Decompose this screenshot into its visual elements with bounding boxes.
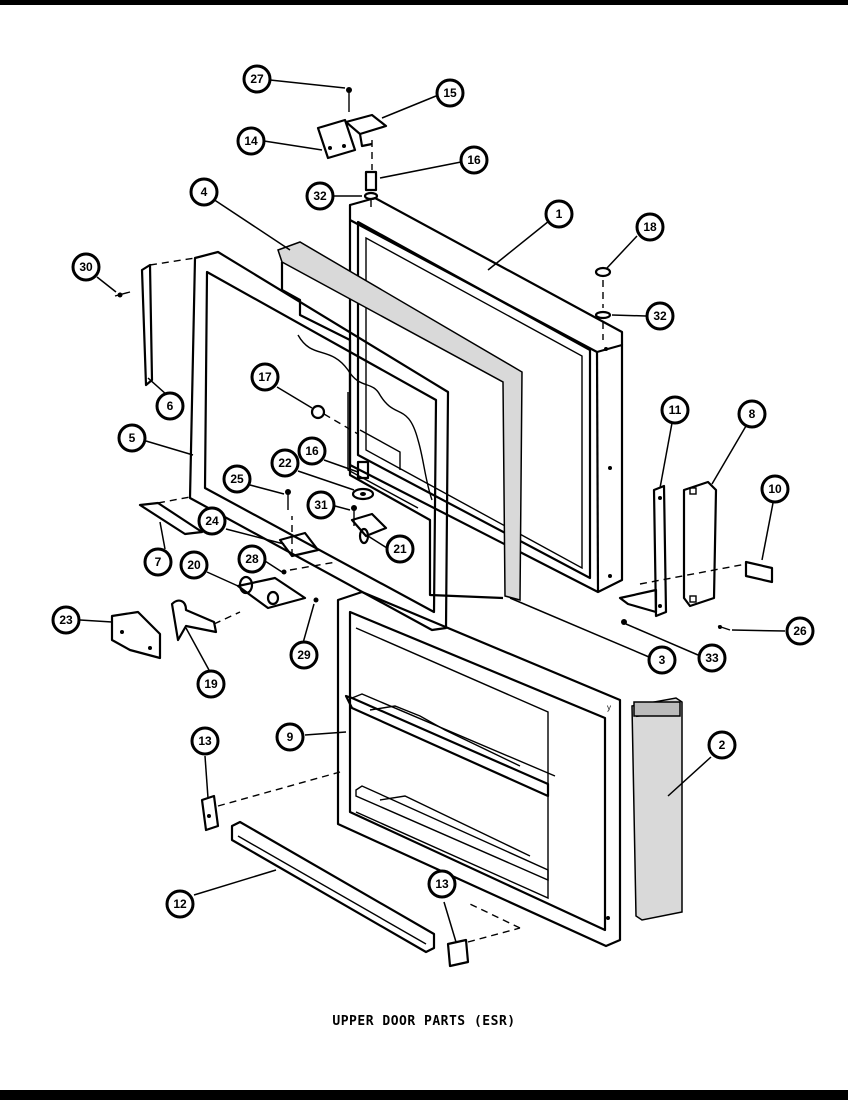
callout-30: 30 <box>71 252 101 282</box>
svg-text:23: 23 <box>59 613 73 627</box>
svg-text:2: 2 <box>719 738 726 752</box>
callout-3: 3 <box>647 645 677 675</box>
callout-6: 6 <box>155 391 185 421</box>
part-screw-30 <box>114 291 131 298</box>
svg-text:31: 31 <box>314 498 328 512</box>
svg-text:17: 17 <box>258 370 272 384</box>
callout-8: 8 <box>737 399 767 429</box>
callout-21: 21 <box>385 534 415 564</box>
part-screw-33 <box>621 619 627 625</box>
part-top-hinge-assembly <box>316 87 388 212</box>
part-inner-door-liner: y <box>336 590 622 948</box>
callout-12: 12 <box>165 889 195 919</box>
svg-text:y: y <box>607 703 611 712</box>
svg-text:32: 32 <box>653 309 667 323</box>
callout-22: 22 <box>270 448 300 478</box>
callout-1: 1 <box>544 199 574 229</box>
part-right-bracket-11 <box>618 484 668 618</box>
callout-33: 33 <box>697 643 727 673</box>
callout-17: 17 <box>250 362 280 392</box>
callout-27: 27 <box>242 64 272 94</box>
svg-text:14: 14 <box>244 134 258 148</box>
callout-16-top: 16 <box>459 145 489 175</box>
callout-13-right: 13 <box>427 869 457 899</box>
svg-text:18: 18 <box>643 220 657 234</box>
svg-text:15: 15 <box>443 86 457 100</box>
svg-text:16: 16 <box>467 153 481 167</box>
svg-text:33: 33 <box>705 651 719 665</box>
part-plug-18 <box>594 266 612 340</box>
svg-text:4: 4 <box>201 185 208 199</box>
callout-11: 11 <box>660 395 690 425</box>
callout-32-right: 32 <box>645 301 675 331</box>
callout-9: 9 <box>275 722 305 752</box>
callout-5: 5 <box>117 423 147 453</box>
svg-text:9: 9 <box>287 730 294 744</box>
svg-text:30: 30 <box>79 260 93 274</box>
svg-text:19: 19 <box>204 677 218 691</box>
svg-text:20: 20 <box>187 558 201 572</box>
svg-text:11: 11 <box>669 403 682 417</box>
callout-28: 28 <box>237 544 267 574</box>
part-screw-26 <box>717 625 731 631</box>
svg-text:12: 12 <box>173 897 187 911</box>
callout-16-middle: 16 <box>297 436 327 466</box>
part-middle-hinge-assembly <box>278 404 388 558</box>
svg-text:26: 26 <box>793 624 807 638</box>
svg-text:8: 8 <box>749 407 756 421</box>
part-outer-door-panel <box>348 196 624 594</box>
callout-13-left: 13 <box>190 726 220 756</box>
callout-10: 10 <box>760 474 790 504</box>
callout-4: 4 <box>189 177 219 207</box>
part-handle-8 <box>682 480 718 608</box>
part-side-trim <box>140 257 196 387</box>
svg-text:25: 25 <box>230 472 244 486</box>
part-bottom-trim <box>138 496 204 536</box>
svg-text:13: 13 <box>198 734 212 748</box>
callout-leader-lines <box>79 79 786 943</box>
svg-text:13: 13 <box>435 877 449 891</box>
svg-text:7: 7 <box>155 555 162 569</box>
callout-7: 7 <box>143 547 173 577</box>
part-clip-13-left <box>200 771 341 832</box>
callout-29: 29 <box>289 640 319 670</box>
part-clip-13-right <box>446 903 521 968</box>
svg-text:28: 28 <box>245 552 259 566</box>
svg-text:3: 3 <box>659 653 666 667</box>
callout-25: 25 <box>222 464 252 494</box>
svg-text:10: 10 <box>768 482 782 496</box>
callout-24: 24 <box>197 506 227 536</box>
svg-text:5: 5 <box>129 431 136 445</box>
callout-2: 2 <box>707 730 737 760</box>
diagram-caption: UPPER DOOR PARTS (ESR) <box>332 1014 516 1029</box>
callout-23: 23 <box>51 605 81 635</box>
svg-text:27: 27 <box>250 72 264 86</box>
callout-15: 15 <box>435 78 465 108</box>
top-border-bar <box>0 0 848 5</box>
svg-text:21: 21 <box>393 542 407 556</box>
svg-text:16: 16 <box>305 444 319 458</box>
svg-text:22: 22 <box>278 456 292 470</box>
callout-19: 19 <box>196 669 226 699</box>
bottom-border-bar <box>0 1090 848 1100</box>
part-lower-hinge-assembly <box>110 561 337 660</box>
svg-text:32: 32 <box>313 189 327 203</box>
part-cap-10 <box>639 560 774 585</box>
svg-text:24: 24 <box>205 514 219 528</box>
callout-32-left: 32 <box>305 181 335 211</box>
svg-text:29: 29 <box>297 648 311 662</box>
part-bottom-rail <box>230 820 436 954</box>
part-side-insulation-strip <box>631 697 683 921</box>
callout-14: 14 <box>236 126 266 156</box>
svg-text:6: 6 <box>167 399 174 413</box>
callout-18: 18 <box>635 212 665 242</box>
svg-text:1: 1 <box>556 207 563 221</box>
callout-31: 31 <box>306 490 336 520</box>
callout-26: 26 <box>785 616 815 646</box>
callout-20: 20 <box>179 550 209 580</box>
